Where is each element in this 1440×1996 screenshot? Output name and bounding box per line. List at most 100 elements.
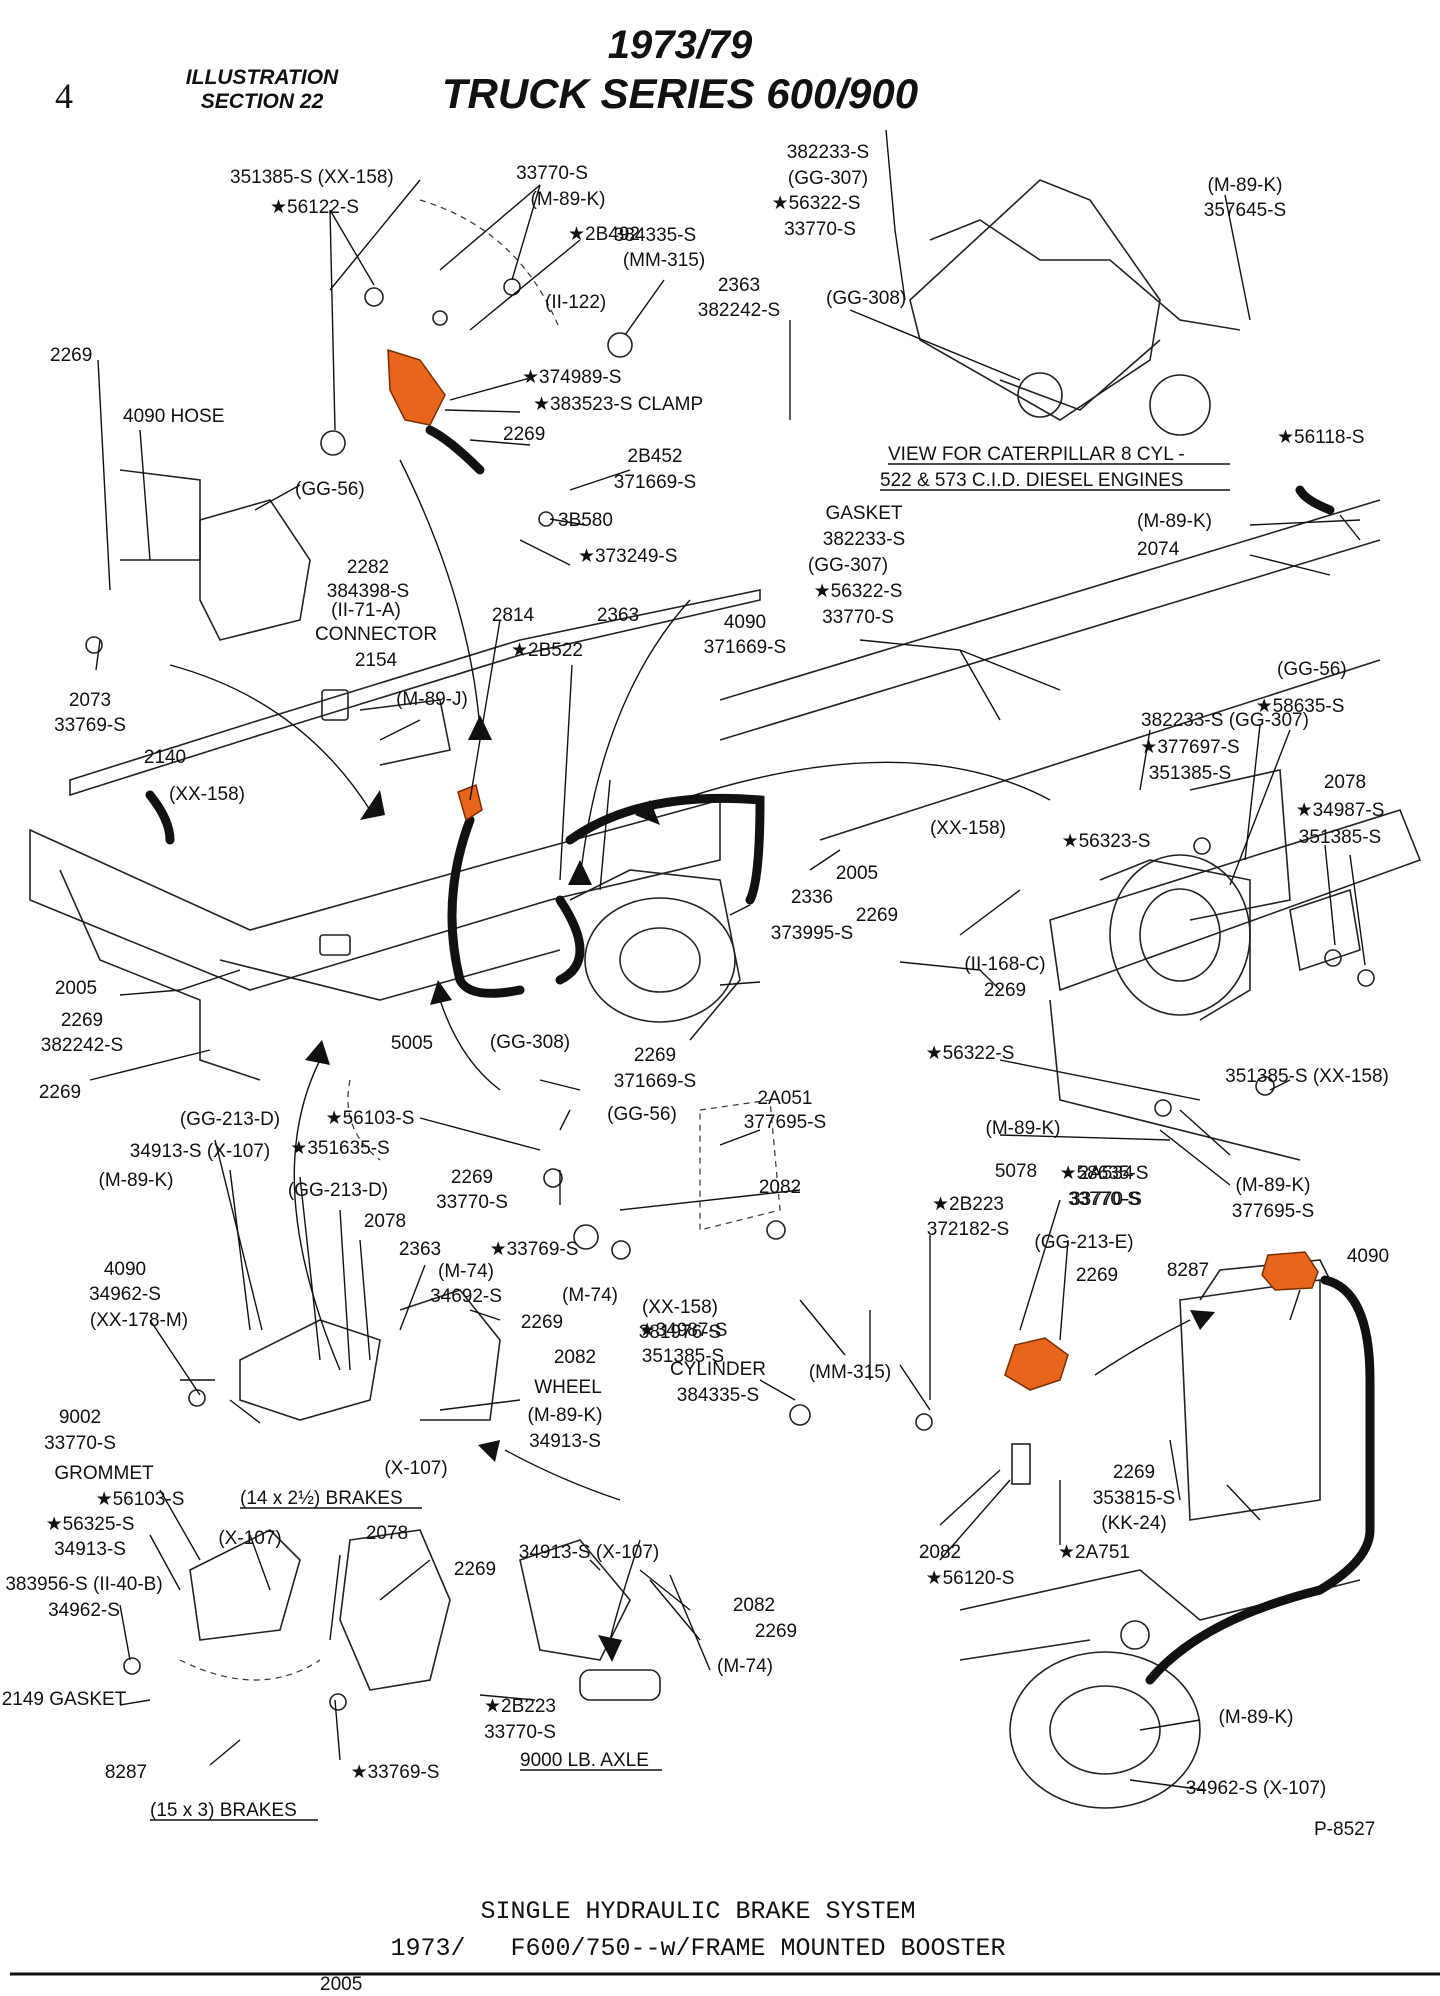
part-callout: (M-89-K) [531, 189, 606, 210]
part-callout: (XX-158) [930, 818, 1006, 839]
part-callout: 33770-S [784, 219, 856, 240]
frame-rail-art [29, 179, 1422, 1701]
part-callout: ★373249-S [578, 546, 677, 567]
part-callout: 33770-S [822, 607, 894, 628]
fastener-art [85, 278, 1375, 1711]
part-callout: 2269 [50, 345, 92, 366]
part-callout: (GG-213-E) [1034, 1232, 1133, 1253]
part-callout: GASKET [825, 503, 902, 524]
part-callout: 34692-S [430, 1286, 502, 1307]
part-callout: 2154 [355, 650, 398, 671]
part-callout: (II-168-C) [964, 954, 1045, 975]
part-callout: ★56322-S [772, 193, 861, 214]
part-callout: ★33769-S [490, 1239, 579, 1260]
part-callout: 34962-S (X-107) [1186, 1778, 1326, 1799]
part-callout: 2363 [718, 275, 760, 296]
part-callout: WHEEL [534, 1377, 602, 1398]
part-callout: (GG-56) [607, 1104, 677, 1125]
part-callout: 2269 [39, 1082, 81, 1103]
part-callout: ★56325-S [46, 1514, 135, 1535]
part-callout: 2A534 [1079, 1163, 1134, 1184]
part-callout: 34962-S [89, 1284, 161, 1305]
part-callout: 382242-S [41, 1035, 123, 1056]
part-callout: 4090 [1347, 1246, 1389, 1267]
part-callout: 34913-S [529, 1431, 601, 1452]
part-callout: 373995-S [771, 923, 853, 944]
hidden-lines [179, 199, 781, 1681]
part-callout: 2269 [521, 1312, 563, 1333]
part-callout: (GG-213-D) [180, 1109, 280, 1130]
part-callout: 33770-S [516, 163, 588, 184]
part-callout: ★383523-S CLAMP [533, 394, 703, 415]
booster-2005-bottom [1009, 1620, 1201, 1809]
part-callout: 34913-S (X-107) [130, 1141, 270, 1162]
part-callout: 2269 [856, 905, 898, 926]
part-callout: 8287 [1167, 1260, 1209, 1281]
part-callout: 2005 [320, 1974, 362, 1995]
part-callout: ★56322-S [814, 581, 903, 602]
part-callout: (KK-24) [1101, 1513, 1166, 1534]
part-callout: (GG-56) [1277, 659, 1347, 680]
part-callout: 3B580 [558, 510, 613, 531]
part-callout: 33770-S [436, 1192, 508, 1213]
part-callout: 382242-S [698, 300, 780, 321]
part-callout: 33770-S [1070, 1189, 1142, 1210]
caterpillar-view-caption-2: 522 & 573 C.I.D. DIESEL ENGINES [880, 470, 1183, 491]
part-callout: ★56103-S [96, 1489, 185, 1510]
part-callout: 2363 [597, 605, 639, 626]
booster-2005-right [1099, 854, 1361, 1021]
part-callout: (II-122) [545, 292, 606, 313]
part-callout: ★374989-S [522, 367, 621, 388]
part-callout: 2078 [366, 1523, 408, 1544]
part-callout: ★2B223 [484, 1696, 556, 1717]
part-callout: 2A051 [758, 1088, 813, 1109]
part-callout: (X-107) [218, 1528, 281, 1549]
part-callout: (M-74) [438, 1261, 494, 1282]
part-callout: 377695-S [744, 1112, 826, 1133]
part-callout: 33769-S [54, 715, 126, 736]
part-callout: (M-89-K) [1236, 1175, 1311, 1196]
part-callout: (MM-315) [623, 250, 705, 271]
part-callout: 5005 [391, 1033, 433, 1054]
part-callout: 351385-S (XX-158) [230, 167, 394, 188]
part-callout: (GG-307) [808, 555, 888, 576]
caption-line-1: SINGLE HYDRAULIC BRAKE SYSTEM [480, 1897, 915, 1926]
brakes-15-caption: (15 x 3) BRAKES [150, 1800, 297, 1821]
part-callout: (M-89-K) [986, 1118, 1061, 1139]
part-callout: 384335-S [677, 1385, 759, 1406]
part-callout: 2073 [69, 690, 111, 711]
part-callout: ★351635-S [290, 1138, 389, 1159]
part-callout: 2140 [144, 747, 186, 768]
figure-code: P-8527 [1314, 1819, 1375, 1840]
page-title-years: 1973/79 [608, 23, 753, 67]
highlighted-hose-fittings [387, 348, 1319, 1391]
part-callout: (GG-56) [295, 479, 365, 500]
part-callout: ★377697-S [1140, 737, 1239, 758]
part-callout: ★2B522 [511, 640, 583, 661]
part-callout: 351385-S [642, 1346, 724, 1367]
part-callout: (XX-178-M) [90, 1310, 188, 1331]
part-callout: 381976-S [639, 1322, 721, 1343]
part-callout: CYLINDER [670, 1359, 766, 1380]
part-callout: (M-74) [717, 1656, 773, 1677]
part-callout: 2149 GASKET [2, 1689, 127, 1710]
page-number: 4 [55, 76, 73, 116]
part-callout: 4090 HOSE [123, 406, 224, 427]
hose-art [145, 425, 1375, 1685]
pointer-arrows [169, 459, 1215, 1662]
part-callout: 5078 [995, 1161, 1037, 1182]
part-callout: ★33769-S [351, 1762, 440, 1783]
part-callout: 382233-S [823, 529, 905, 550]
part-callout: 2269 [1113, 1462, 1155, 1483]
part-callout: ★56118-S [1277, 427, 1364, 448]
part-callout: 9002 [59, 1407, 101, 1428]
part-callout: (GG-308) [490, 1032, 570, 1053]
part-callout: 382233-S (GG-307) [1141, 710, 1309, 731]
part-callout: 2269 [634, 1045, 676, 1066]
part-callout: ★2B223 [932, 1194, 1004, 1215]
part-callout: 2269 [1076, 1265, 1118, 1286]
part-callout: 2269 [61, 1010, 103, 1031]
part-callout: 2082 [554, 1347, 596, 1368]
part-callout: 8287 [105, 1762, 147, 1783]
part-callout: 2B452 [628, 446, 683, 467]
